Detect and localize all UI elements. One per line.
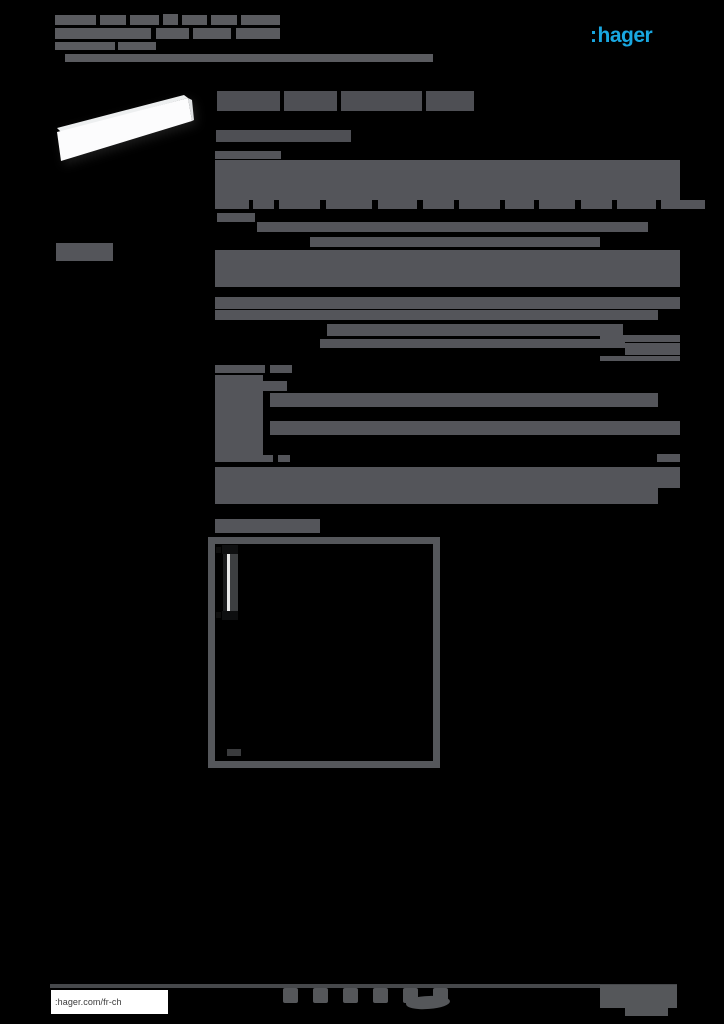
greeked-text-bar [55, 15, 96, 25]
greeked-text-bar [56, 243, 113, 261]
greeked-text-bar [320, 339, 625, 348]
greeked-text-bar [539, 200, 575, 209]
greeked-text-bar [505, 200, 534, 209]
greeked-text-bar [50, 984, 677, 988]
greeked-text-bar [459, 200, 500, 209]
greeked-text-bar [215, 455, 273, 462]
greeked-text-bar [215, 365, 265, 373]
product-end-face [188, 98, 194, 121]
greeked-text-bar [130, 15, 159, 25]
greeked-text-bar [253, 200, 274, 209]
social-icon [283, 988, 298, 1003]
greeked-text-bar [215, 488, 658, 504]
greeked-text-bar [215, 250, 680, 287]
profile-cross-section-part [216, 612, 221, 618]
website-url: hager.com/fr-ch [57, 997, 122, 1007]
hager-logo-text: hager [597, 24, 653, 47]
greeked-text-bar [270, 393, 658, 407]
greeked-text-bar [215, 375, 263, 455]
greeked-text-bar [284, 91, 337, 111]
greeked-text-bar [215, 467, 680, 488]
profile-cross-section-part [230, 554, 238, 611]
greeked-text-bar [378, 200, 417, 209]
hager-logo-colon: : [590, 24, 597, 47]
greeked-text-bar [216, 130, 351, 142]
hager-logo: :hager [590, 24, 680, 50]
greeked-text-bar [327, 324, 623, 336]
greeked-text-bar [215, 297, 680, 309]
greeked-text-bar [310, 237, 600, 247]
greeked-text-bar [600, 985, 677, 1008]
greeked-text-bar [625, 1008, 668, 1016]
profile-cross-section-part [223, 554, 227, 611]
greeked-text-bar [55, 28, 151, 39]
greeked-text-bar [600, 335, 680, 342]
greeked-text-bar [278, 455, 290, 462]
product-photo [57, 95, 194, 161]
greeked-text-bar [217, 213, 255, 222]
profile-cross-section-part [216, 547, 221, 553]
greeked-text-bar [211, 15, 237, 25]
website-link[interactable]: :hager.com/fr-ch [55, 997, 122, 1007]
profile-cross-section-part [222, 611, 238, 620]
greeked-text-bar [661, 200, 705, 209]
greeked-text-bar [215, 200, 249, 209]
greeked-text-bar [279, 200, 320, 209]
greeked-text-bar [426, 91, 474, 111]
product-top-face [57, 95, 188, 132]
greeked-text-bar [236, 28, 280, 39]
profile-cross-section-part [222, 545, 238, 554]
website-box: :hager.com/fr-ch [51, 990, 168, 1014]
greeked-text-bar [617, 200, 656, 209]
greeked-text-bar [600, 356, 680, 361]
greeked-text-bar [581, 200, 612, 209]
greeked-text-bar [326, 200, 372, 209]
greeked-text-bar [625, 343, 680, 355]
greeked-text-bar [263, 381, 287, 391]
greeked-text-bar [241, 15, 280, 25]
greeked-text-bar [217, 91, 280, 111]
greeked-text-bar [257, 222, 648, 232]
greeked-text-bar [341, 91, 422, 111]
greeked-text-bar [100, 15, 126, 25]
social-icon [313, 988, 328, 1003]
greeked-text-bar [156, 28, 189, 39]
social-icon [343, 988, 358, 1003]
profile-cross-section-part [227, 554, 230, 611]
greeked-text-bar [65, 54, 433, 62]
greeked-text-bar [163, 14, 178, 25]
product-front-face [57, 98, 192, 161]
greeked-text-bar [215, 151, 281, 159]
dimension-drawing-frame [208, 537, 440, 768]
greeked-text-bar [657, 454, 680, 462]
greeked-text-bar [118, 42, 156, 50]
greeked-text-bar [55, 42, 115, 50]
website-prefix: : [55, 997, 58, 1007]
greeked-text-bar [270, 365, 292, 373]
profile-cross-section-part [227, 749, 241, 756]
greeked-text-bar [423, 200, 454, 209]
greeked-text-bar [215, 519, 320, 533]
social-icon [373, 988, 388, 1003]
greeked-text-bar [270, 421, 680, 435]
greeked-text-bar [215, 160, 680, 200]
greeked-text-bar [182, 15, 207, 25]
greeked-text-bar [193, 28, 231, 39]
greeked-text-bar [215, 310, 658, 320]
